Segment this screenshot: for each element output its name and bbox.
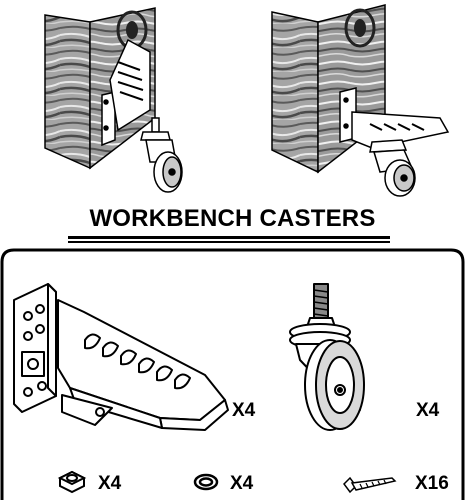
wood-screw-icon: [343, 476, 397, 494]
screw-quantity: X16: [415, 473, 449, 494]
parts-box-border: [0, 248, 465, 500]
caster-quantity: X4: [416, 400, 440, 421]
nut-quantity: X4: [98, 473, 122, 494]
bracket-extended: [339, 87, 450, 149]
bracket-folded: [101, 38, 151, 147]
caster-installed-folded-illustration: [44, 7, 183, 193]
title-underline-top: [68, 236, 390, 239]
title-underline-bottom: [68, 241, 390, 243]
caster-wheel-extended: [369, 139, 416, 197]
hex-nut-icon: [57, 470, 87, 494]
caster-installed-extended-illustration: [271, 4, 450, 197]
bracket-quantity: X4: [232, 400, 256, 421]
mounting-bracket-icon: [13, 283, 229, 431]
page-title: WORKBENCH CASTERS: [89, 205, 376, 232]
washer-quantity: X4: [230, 473, 254, 494]
caster-wheel-folded: [140, 117, 183, 193]
spring-washer-icon: [193, 473, 219, 491]
swivel-caster-icon: [289, 283, 365, 431]
